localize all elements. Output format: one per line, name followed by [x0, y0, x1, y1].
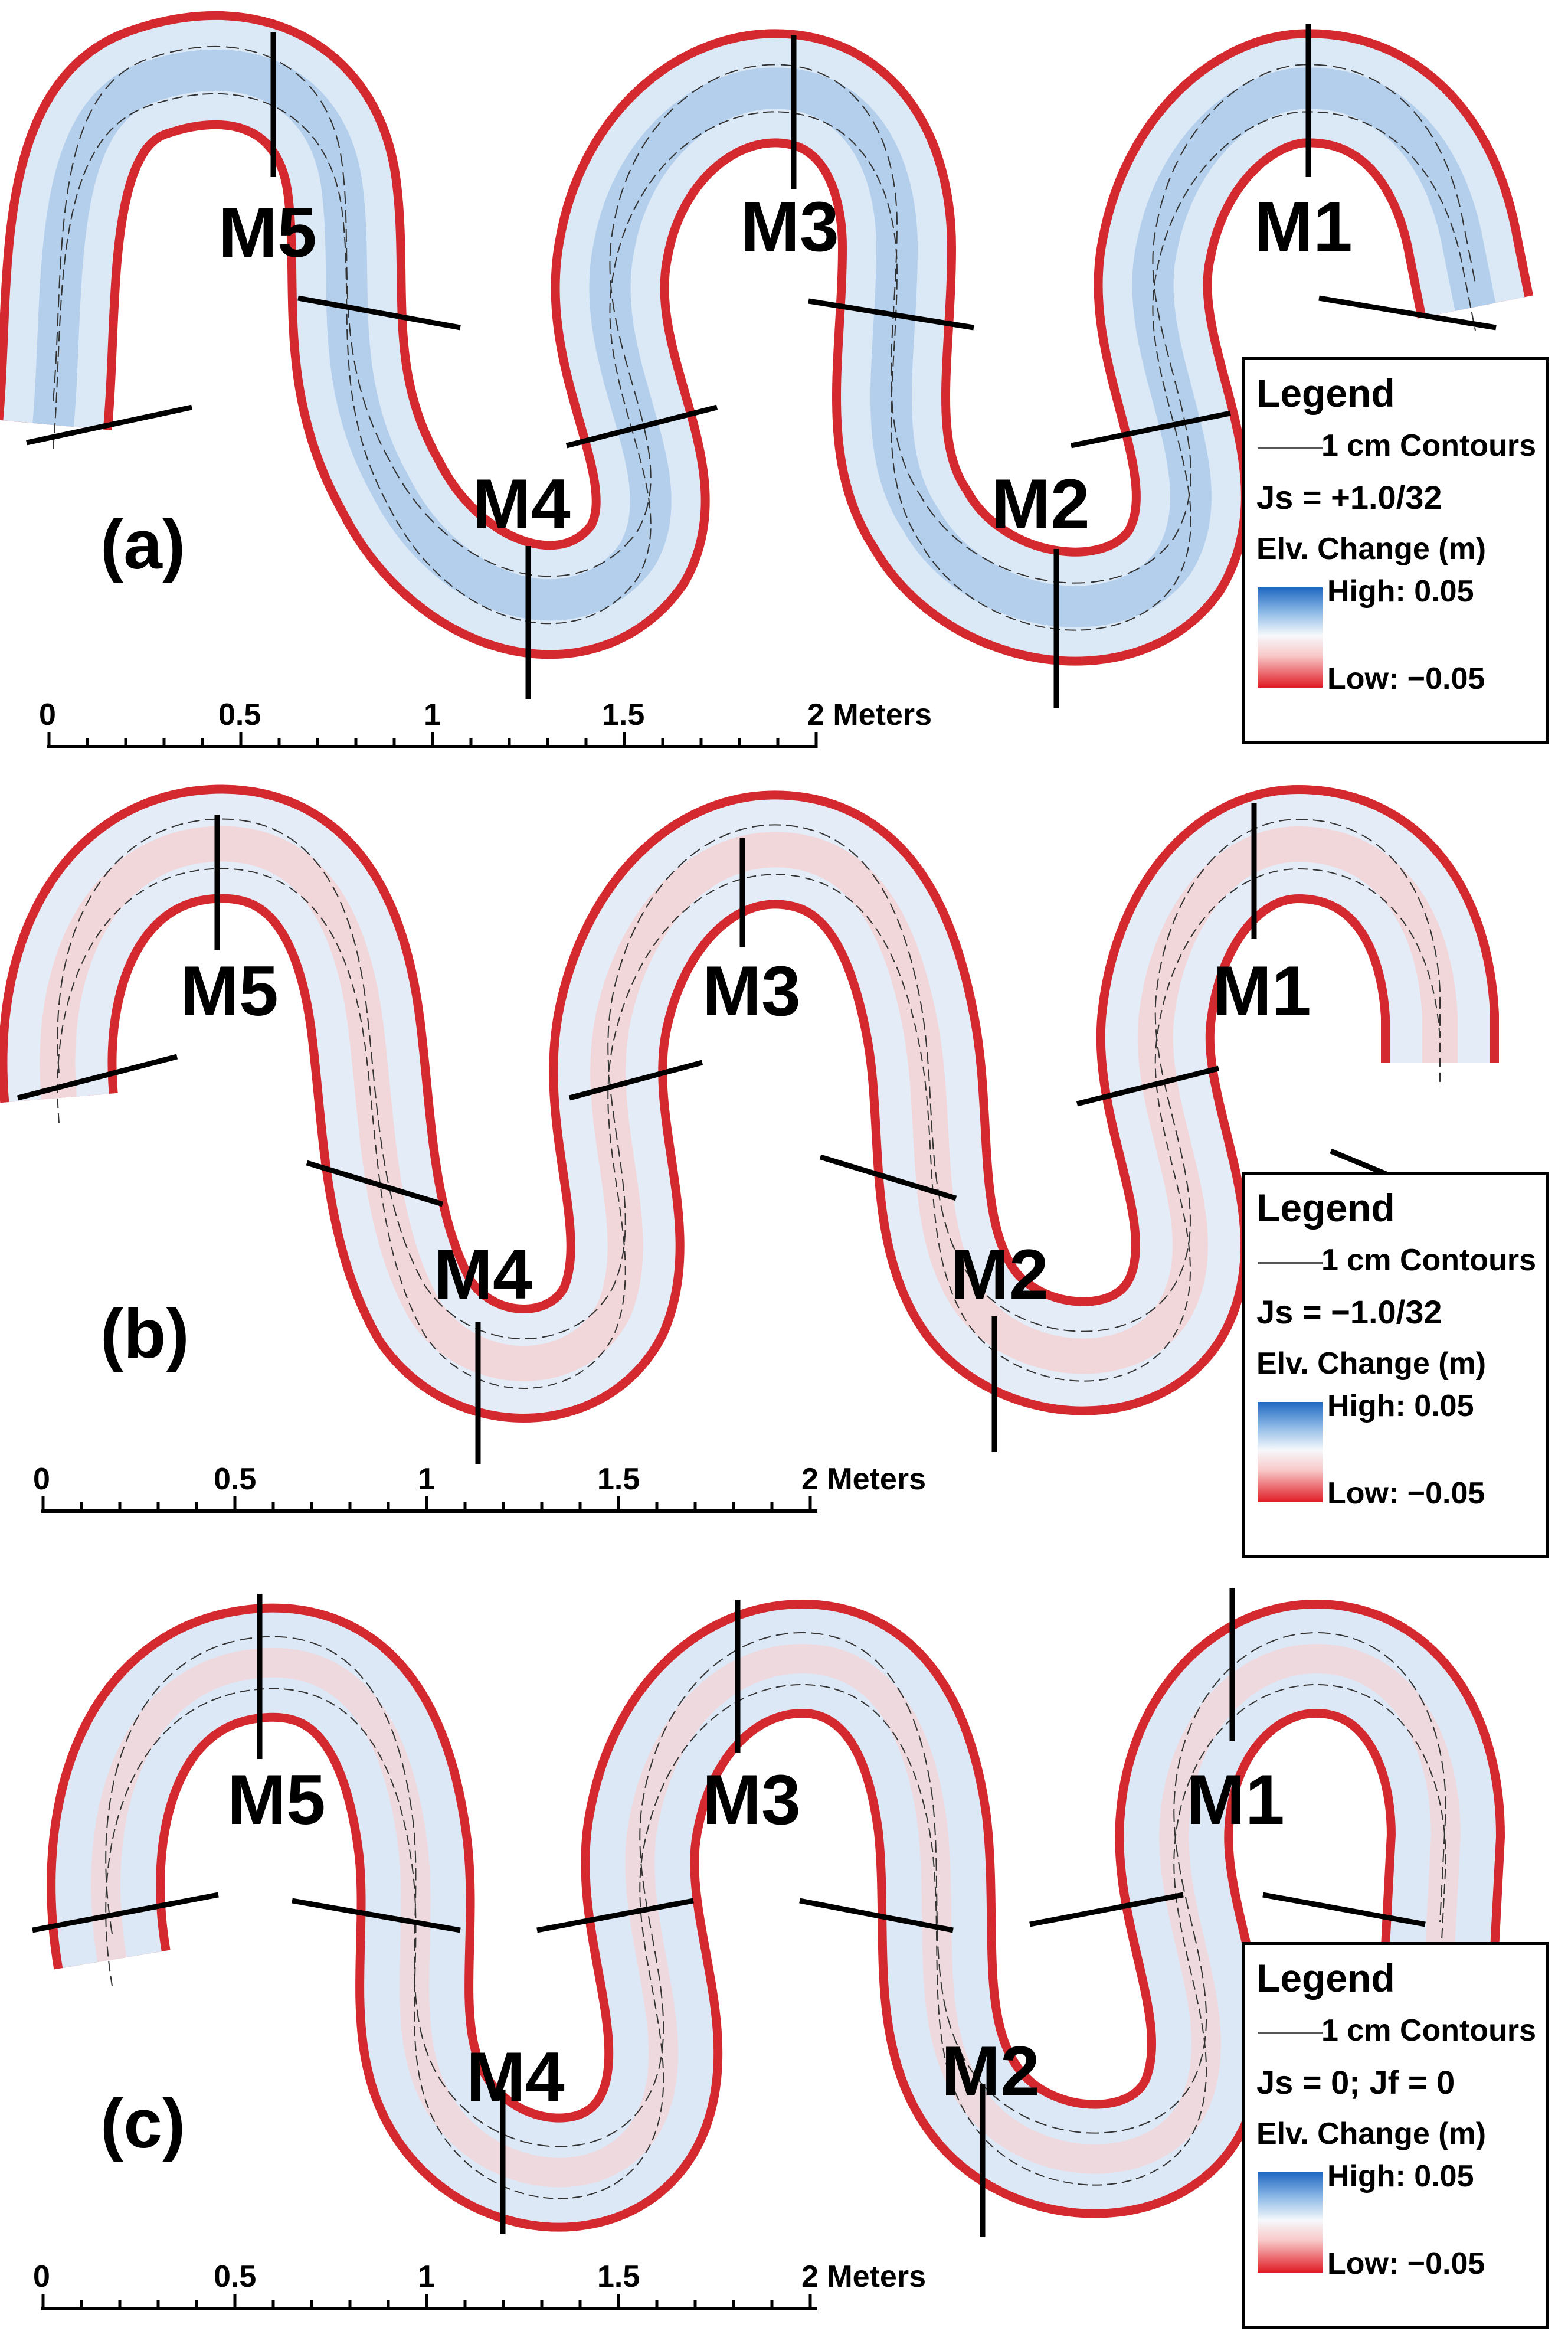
meander-label-m3: M3	[741, 187, 839, 266]
meander-label-m4: M4	[472, 465, 571, 544]
scale-tick-0-5: 0.5	[218, 698, 261, 732]
meander-label-m4: M4	[434, 1235, 532, 1314]
scale-bar: 0 0.5 1 1.5 2 Meters	[33, 1462, 926, 1513]
legend-elevation-label: Elv. Change (m)	[1256, 2117, 1487, 2151]
legend-parameter: Js = 0; Jf = 0	[1256, 2064, 1455, 2101]
contour-line	[53, 93, 1476, 631]
legend-elevation-label: Elv. Change (m)	[1256, 532, 1487, 566]
meander-label-m5: M5	[180, 952, 279, 1031]
color-ramp	[1258, 1402, 1323, 1502]
scale-tick-1: 1	[424, 698, 441, 732]
legend-parameter: Js = +1.0/32	[1256, 479, 1442, 516]
meander-label-m5: M5	[227, 1760, 326, 1839]
meander-label-m2: M2	[991, 465, 1090, 544]
meander-label-m3: M3	[702, 1760, 801, 1839]
legend-title: Legend	[1256, 1186, 1395, 1230]
contour-line	[57, 868, 1441, 1389]
cross-sections	[26, 24, 1497, 708]
channel-bed	[7, 793, 1490, 1414]
legend: Legend 1 cm Contours Js = +1.0/32 Elv. C…	[1242, 357, 1549, 744]
panel-c: M5 M4 M3 M2 M1 0 0.5 1 1.5 2	[0, 1564, 1568, 2332]
scale-tick-0-5: 0.5	[214, 2260, 256, 2294]
mixed-band	[91, 1644, 1461, 2188]
panel-a: M5 M4 M3 M2 M1 0 0.5 1 1.5	[0, 0, 1568, 767]
legend-title: Legend	[1256, 371, 1395, 415]
scale-tick-0: 0	[33, 2260, 50, 2294]
color-ramp	[1258, 587, 1323, 688]
scale-tick-2: 2 Meters	[807, 698, 932, 732]
legend: Legend 1 cm Contours Js = 0; Jf = 0 Elv.…	[1242, 1942, 1549, 2329]
scale-tick-0-5: 0.5	[214, 1462, 256, 1496]
scale-tick-1-5: 1.5	[597, 2260, 640, 2294]
color-ramp	[1258, 2172, 1323, 2273]
legend-low: Low: −0.05	[1327, 2247, 1485, 2281]
legend-contour-label: 1 cm Contours	[1321, 1243, 1537, 1277]
panel-label: (c)	[100, 2085, 186, 2163]
scale-tick-0: 0	[39, 698, 56, 732]
meander-label-m2: M2	[950, 1235, 1049, 1314]
meander-label-m1: M1	[1254, 187, 1353, 266]
cross-sections	[32, 1588, 1426, 2237]
scale-bar: 0 0.5 1 1.5 2 Meters	[39, 698, 932, 748]
contour-symbol	[1258, 2032, 1323, 2034]
legend-low: Low: −0.05	[1327, 662, 1485, 696]
meander-label-m2: M2	[941, 2032, 1040, 2111]
panel-label: (a)	[100, 506, 186, 584]
meander-label-m4: M4	[466, 2038, 565, 2117]
panel-b: M5 M4 M3 M2 M1 0 0.5 1 1.5 2	[0, 779, 1568, 1558]
scale-tick-1-5: 1.5	[597, 1462, 640, 1496]
erosion-band	[40, 826, 1458, 1381]
meander-label-m1: M1	[1213, 952, 1311, 1031]
contour-line	[105, 1683, 1447, 2199]
legend-high: High: 0.05	[1327, 574, 1474, 609]
scale-tick-2: 2 Meters	[801, 2260, 926, 2294]
channel-map-a: M5 M4 M3 M2 M1 0 0.5 1 1.5	[0, 11, 1534, 748]
legend-elevation-label: Elv. Change (m)	[1256, 1346, 1487, 1381]
meander-label-m1: M1	[1186, 1760, 1285, 1839]
meander-label-m3: M3	[702, 952, 801, 1031]
contour-line	[57, 818, 1441, 1339]
scale-tick-1-5: 1.5	[602, 698, 644, 732]
legend-high: High: 0.05	[1327, 1389, 1474, 1423]
channel-map-b: M5 M4 M3 M2 M1 0 0.5 1 1.5 2	[0, 784, 1499, 1513]
contour-symbol	[1258, 447, 1323, 449]
scale-tick-1: 1	[418, 1462, 435, 1496]
legend-low: Low: −0.05	[1327, 1476, 1485, 1511]
panel-label: (b)	[100, 1295, 189, 1373]
legend-title: Legend	[1256, 1956, 1395, 2000]
legend: Legend 1 cm Contours Js = −1.0/32 Elv. C…	[1242, 1172, 1549, 1558]
meander-label-m5: M5	[218, 193, 317, 272]
legend-parameter: Js = −1.0/32	[1256, 1293, 1442, 1330]
cross-sections	[17, 803, 1418, 1464]
legend-contour-label: 1 cm Contours	[1321, 2013, 1537, 2048]
channel-map-c: M5 M4 M3 M2 M1 0 0.5 1 1.5 2	[32, 1588, 1505, 2310]
contour-symbol	[1258, 1262, 1323, 1264]
contour-line	[53, 45, 1476, 584]
legend-contour-label: 1 cm Contours	[1321, 429, 1537, 463]
scale-tick-2: 2 Meters	[801, 1462, 926, 1496]
contour-line	[105, 1632, 1447, 2147]
legend-high: High: 0.05	[1327, 2159, 1474, 2193]
scale-bar: 0 0.5 1 1.5 2 Meters	[33, 2260, 926, 2310]
scale-tick-1: 1	[418, 2260, 435, 2294]
scale-tick-0: 0	[33, 1462, 50, 1496]
